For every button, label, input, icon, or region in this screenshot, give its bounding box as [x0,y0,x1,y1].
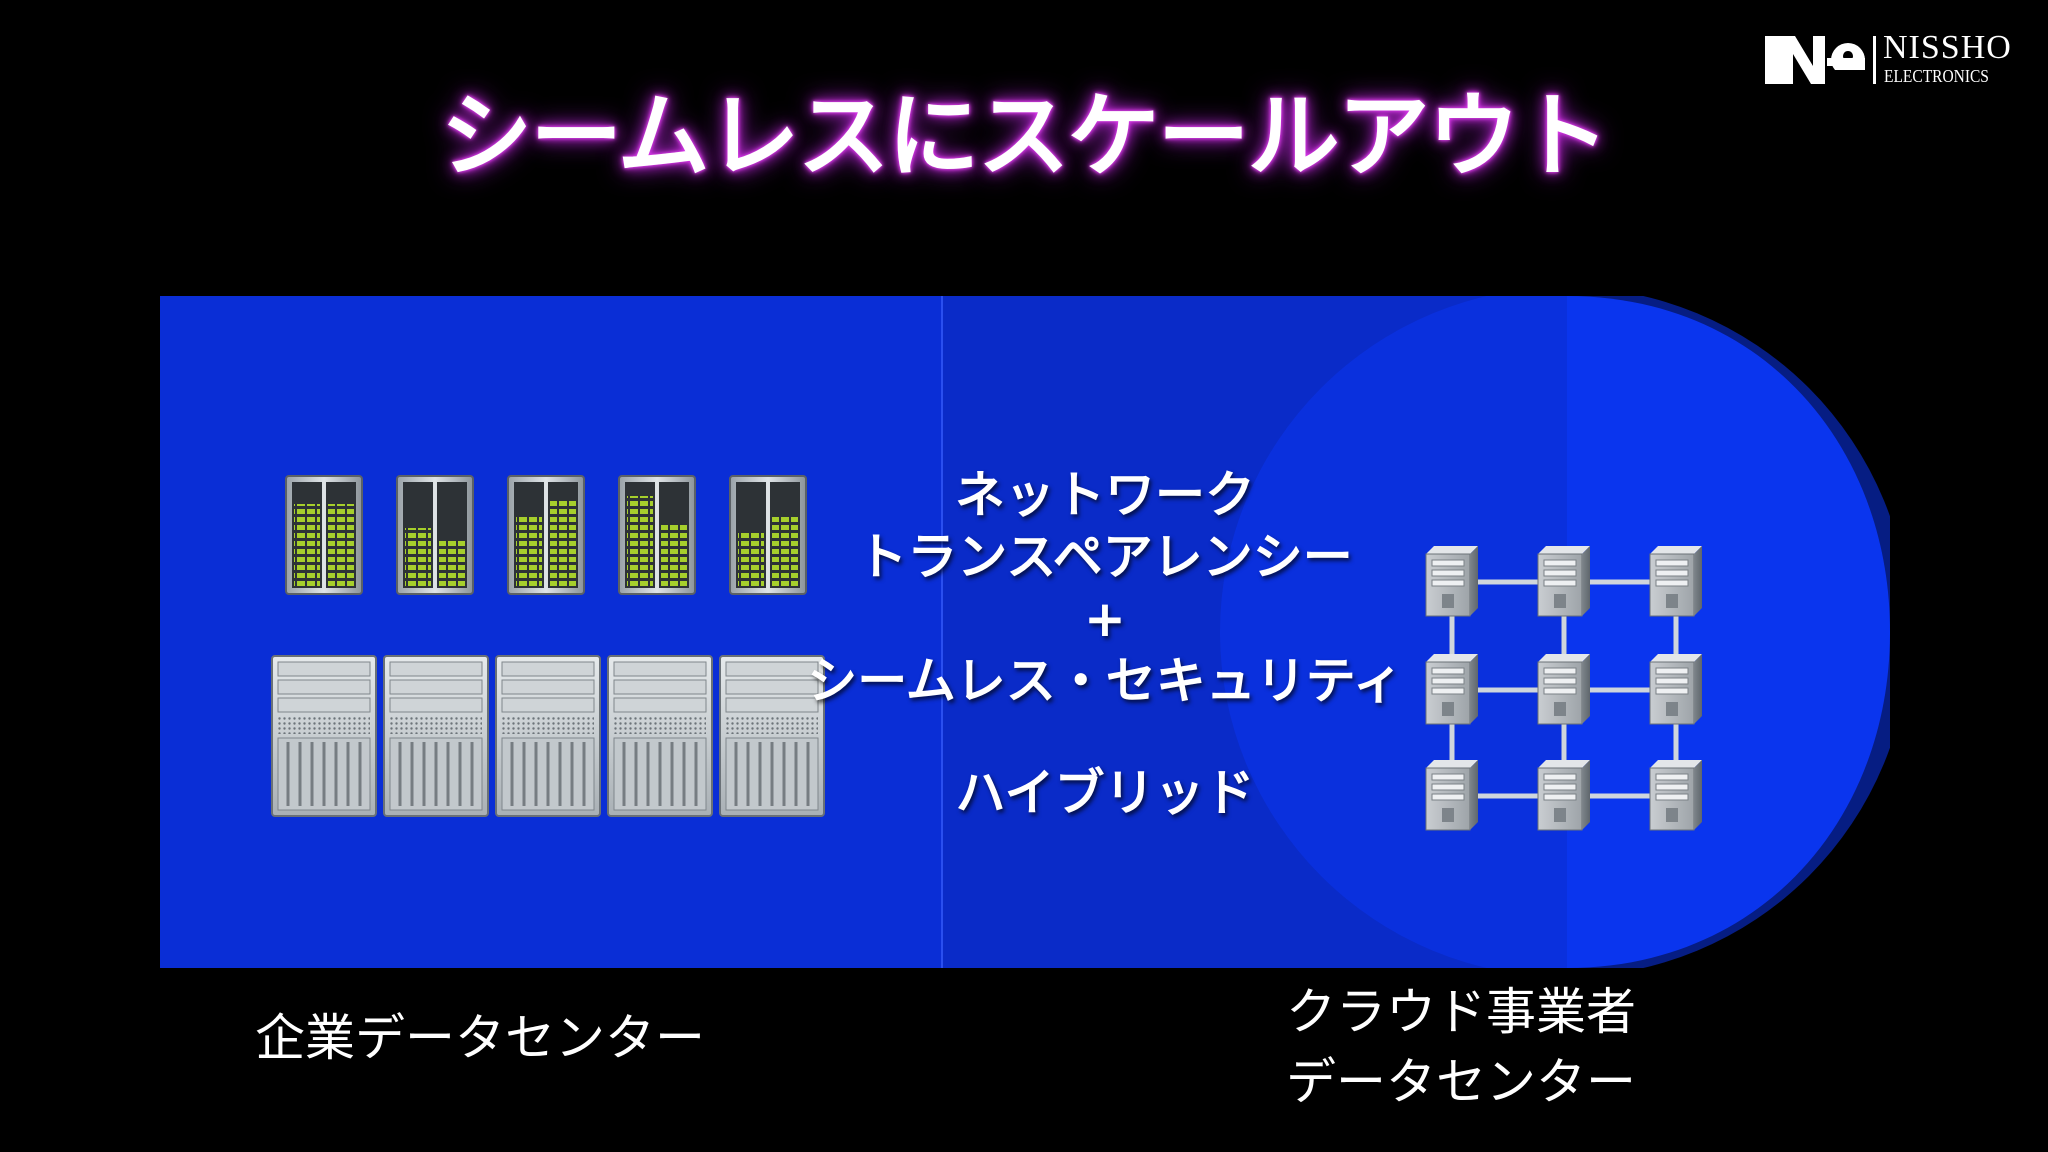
enterprise-zone [160,296,942,968]
cloud-circle [1220,296,1890,968]
server-node-icon [1649,760,1702,831]
logo-subtitle: ELECTRONICS [1884,66,1989,86]
center-line-2: トランスペアレンシー [857,528,1353,586]
server-node-icon [1649,546,1702,617]
cloud-dc-label-line1: クラウド事業者 [1286,983,1636,1041]
plus-sign: + [1084,590,1126,648]
server-node-icon [1425,546,1478,617]
blade-server-group [271,655,825,817]
tower-server-icon [507,475,585,595]
tower-server-icon [618,475,696,595]
server-node-icon [1537,760,1590,831]
blade-server-icon [383,655,489,817]
hybrid-text: ハイブリッド [955,764,1255,822]
blade-server-icon [719,655,825,817]
tower-server-group [285,475,807,595]
server-node-icon [1537,546,1590,617]
center-line-1: ネットワーク [955,466,1255,524]
tower-server-icon [729,475,807,595]
server-node-icon [1425,654,1478,725]
tower-server-icon [285,475,363,595]
center-line-3: シームレス・セキュリティ [807,652,1403,710]
blade-server-icon [271,655,377,817]
slide-title: シームレスにスケールアウト [440,83,1609,190]
network-transparency-text: ネットワーク トランスペアレンシー + シームレス・セキュリティ [760,464,1450,712]
blade-server-icon [495,655,601,817]
enterprise-dc-label: 企業データセンター [255,1009,705,1067]
tower-server-icon [396,475,474,595]
server-node-icon [1425,760,1478,831]
server-node-icon [1537,654,1590,725]
blade-server-icon [607,655,713,817]
nissho-logo: NISSHO ELECTRONICS [1765,30,2015,90]
logo-separator [1873,36,1876,84]
cloud-dc-label-line2: データセンター [1286,1053,1636,1111]
cloud-network-grid [1425,546,1702,831]
logo-name: NISSHO [1883,29,2012,66]
server-node-icon [1649,654,1702,725]
ne-logo-icon [1765,36,1865,84]
